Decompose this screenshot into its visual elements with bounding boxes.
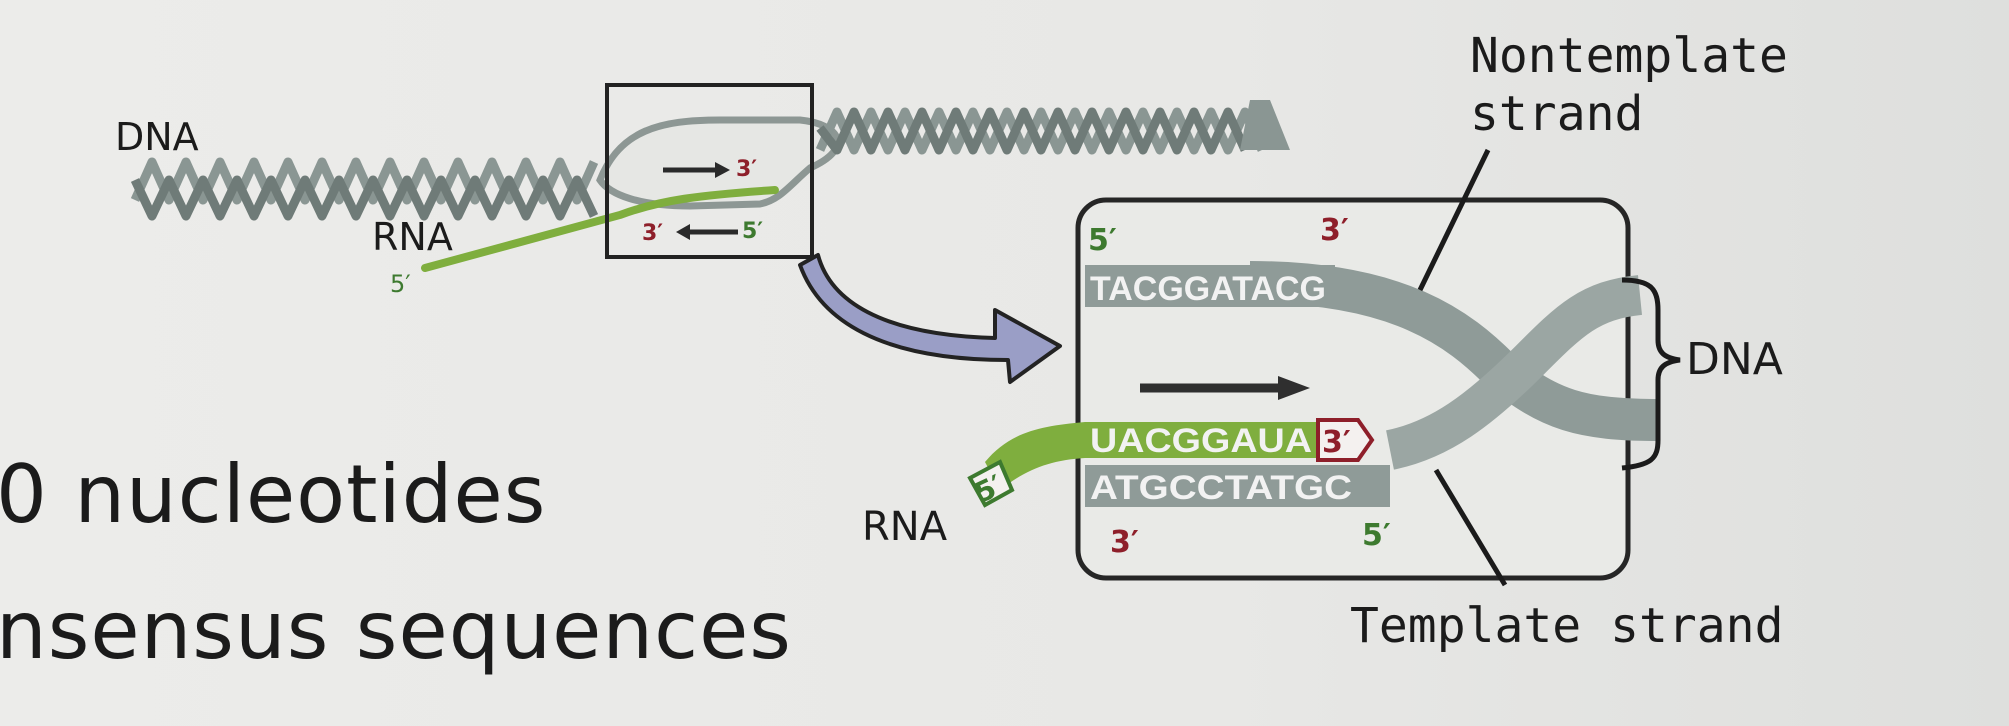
detail-rna-label: RNA: [862, 504, 948, 550]
detail-rna-3prime: 3′: [1322, 425, 1351, 460]
nontemplate-label-line2: strand: [1470, 86, 1643, 142]
side-text-line-1: 0 nucleotides: [0, 448, 546, 541]
overview-box-top-3prime: 3′: [736, 157, 757, 182]
detail-nontemplate-3prime: 3′: [1320, 213, 1349, 248]
overview-box-bottom-3prime: 3′: [642, 221, 663, 246]
overview-rna-5prime: 5′: [390, 270, 411, 298]
detail-template-sequence: ATGCCTATGC: [1090, 469, 1352, 507]
detail-nontemplate-5prime: 5′: [1088, 223, 1117, 258]
detail-template-3prime: 3′: [1110, 525, 1139, 560]
overview-rna-label: RNA: [372, 215, 453, 259]
template-strand-label: Template strand: [1350, 598, 1783, 654]
nontemplate-label-line1: Nontemplate: [1470, 28, 1788, 84]
dna-brace-label: DNA: [1686, 334, 1783, 385]
overview-box-bottom-5prime: 5′: [742, 219, 763, 244]
overview-dna-label: DNA: [115, 115, 199, 159]
detail-template-5prime: 5′: [1362, 518, 1391, 553]
detail-rna-sequence: UACGGAUA: [1090, 422, 1312, 460]
side-text-line-2: nsensus sequences: [0, 584, 792, 677]
detail-nontemplate-sequence: TACGGATACG: [1090, 270, 1326, 308]
